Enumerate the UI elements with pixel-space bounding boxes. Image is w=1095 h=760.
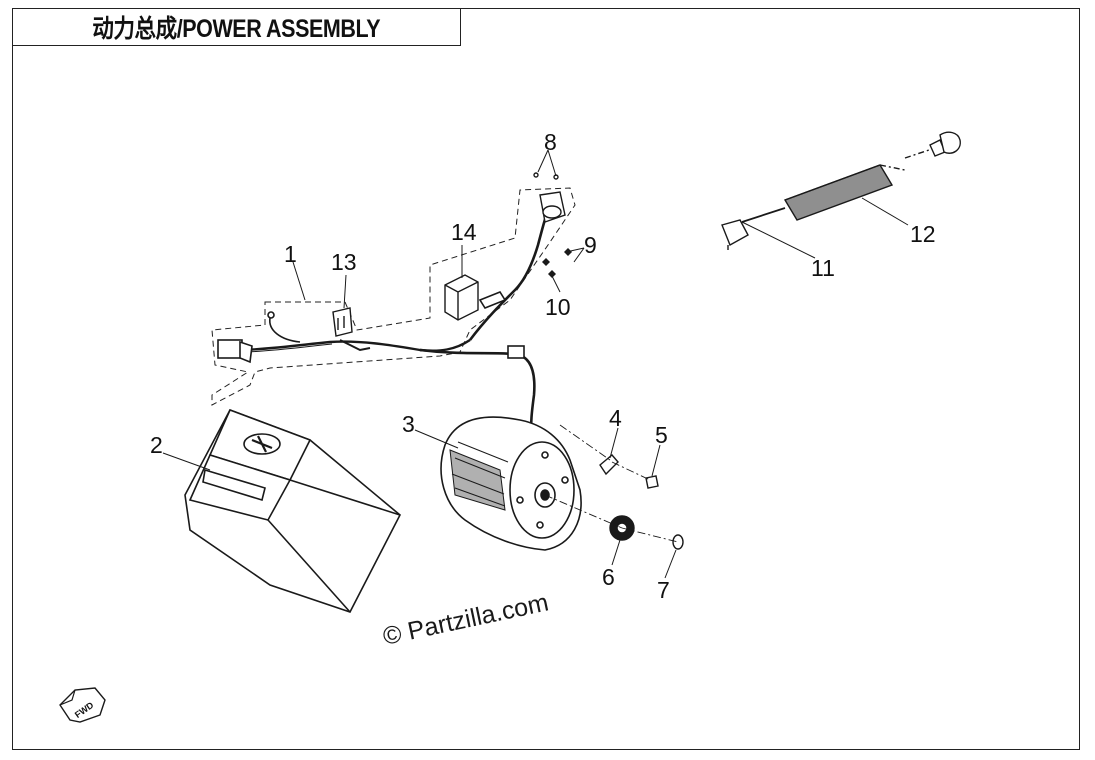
callout-2: 2 [150,432,163,458]
title-box: 动力总成/POWER ASSEMBLY [12,8,461,46]
callout-6: 6 [602,564,615,590]
screws-9-10 [542,248,572,278]
page-title: 动力总成/POWER ASSEMBLY [92,15,381,43]
plate-4 [599,454,619,476]
callout-12: 12 [910,221,936,247]
callout-14: 14 [451,219,477,245]
callout-4: 4 [609,405,622,431]
callout-9: 9 [584,232,597,258]
key-switch [533,172,566,223]
callout-5: 5 [655,422,668,448]
battery [184,408,402,613]
callout-11: 11 [811,255,835,281]
drawing-frame [12,8,1080,750]
callout-1: 1 [284,241,297,267]
callout-7: 7 [657,577,670,603]
motor [440,416,582,551]
explode-lines [544,424,679,543]
relay-box-14 [444,274,479,321]
callout-13: 13 [331,249,357,275]
watermark: © Partzilla.com [380,588,551,650]
harness-dashed-outline [211,187,576,406]
nut-5 [645,475,659,489]
circlip-7 [672,534,684,550]
callout-10: 10 [545,294,571,320]
leader-lines [162,149,909,579]
callout-8: 8 [544,129,557,155]
wiring-harness [217,209,550,441]
callout-3: 3 [402,411,415,437]
connector-13 [332,307,353,337]
plug-11 [721,207,786,250]
charger-12 [783,131,961,221]
fwd-arrow-icon: FWD [59,687,106,723]
